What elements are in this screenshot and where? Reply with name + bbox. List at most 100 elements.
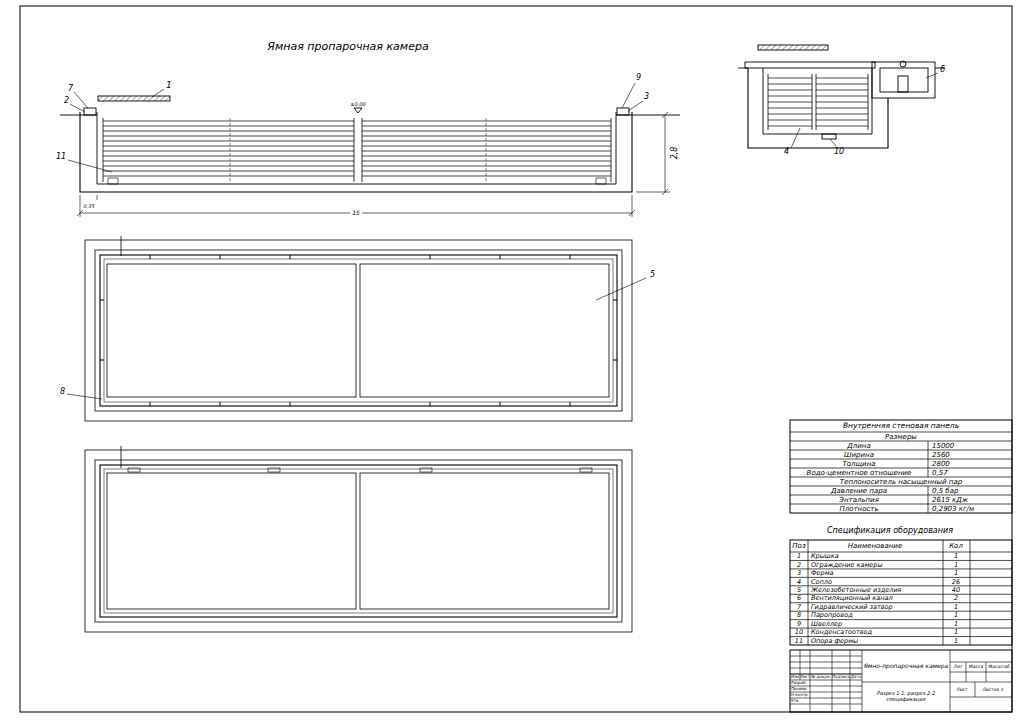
plan-view [85, 236, 632, 421]
table-cell: 5 [797, 587, 801, 594]
title-block-text: № докум. [811, 675, 831, 679]
section-cross [872, 62, 935, 98]
callout-number: 1 [166, 81, 172, 90]
section-cross [900, 61, 906, 67]
table-cell: 1 [954, 612, 958, 619]
leader-line [67, 394, 102, 399]
table-cell: 11 [795, 638, 803, 645]
section-cross [763, 68, 872, 134]
table-cell: Толщина [842, 460, 875, 467]
title-block-text: Дата [851, 675, 861, 679]
table-cell: Теплоноситель насыщенный пар [840, 478, 962, 485]
leader-line [596, 278, 646, 300]
table-cell: Гидравлический затвор [811, 604, 893, 611]
title-block-text: Подпись [832, 675, 850, 679]
table-cell: 3 [797, 570, 801, 577]
table-cell: 1 [954, 638, 958, 645]
plan-view [360, 264, 609, 397]
section-cross [822, 134, 836, 139]
title-block-text: Листов 1 [982, 687, 1003, 692]
table-cell: 0,2903 кг/м [932, 505, 974, 512]
title-block-text: Разрез 1-1, разрез 2-2 спецификация [864, 691, 948, 703]
table-cell: Сопло [811, 578, 832, 585]
section-cross [748, 68, 888, 148]
section-long [97, 112, 616, 184]
specification-table [790, 552, 1012, 637]
section-long [617, 108, 629, 115]
title-block-text: Разраб. [791, 681, 807, 685]
table-cell: Поз [792, 543, 805, 550]
title-block [800, 650, 850, 712]
title-block-text: Лит [954, 665, 963, 670]
table-cell: 1 [954, 570, 958, 577]
table-cell: 2560 [932, 451, 950, 458]
section-long [354, 108, 362, 113]
title-block-text: Утв. [791, 699, 799, 703]
specification-table [790, 540, 1012, 645]
leader-line [70, 104, 85, 112]
table-cell: 10 [795, 629, 803, 636]
plan-view [128, 468, 592, 472]
table-cell: Железобетонные изделия [811, 587, 902, 594]
section-cross [880, 68, 928, 92]
table-cell: 40 [952, 587, 960, 594]
leader-line [830, 139, 836, 146]
sheet-frame [20, 6, 1012, 712]
table-cell: Длина [847, 442, 870, 449]
specification-table [790, 540, 1012, 645]
leader-line [628, 101, 643, 111]
table-cell: Наименование [848, 543, 902, 550]
table-title: Спецификация оборудования [827, 527, 953, 535]
specification-table [808, 540, 970, 645]
table-cell: 1 [954, 561, 958, 568]
leader-line [68, 160, 112, 172]
parameter-table [928, 441, 929, 513]
callout-number: 5 [650, 271, 655, 279]
plan-view [85, 450, 632, 632]
callout-number: 6 [940, 66, 945, 74]
table-cell: Водо-цементное отношение [807, 469, 912, 476]
dimension-line [636, 112, 670, 195]
plan-view [107, 264, 356, 397]
table-cell: Ферма [811, 570, 834, 577]
leader-line [791, 128, 800, 148]
table-cell: Размеры [885, 433, 917, 440]
section-cross [768, 78, 812, 126]
table-cell: Плотность [839, 505, 878, 512]
plan-view [100, 255, 617, 406]
section-cross [898, 76, 908, 92]
section-long [230, 118, 486, 182]
callout-number: 3 [644, 93, 649, 101]
title-block-text: Н.контр. [791, 693, 809, 697]
callout-number: 2 [64, 97, 69, 105]
leader-line [74, 92, 88, 108]
callout-number: 8 [60, 388, 65, 396]
plan-view [85, 446, 632, 632]
plan-view [100, 465, 617, 617]
plan-view [121, 236, 122, 256]
section-long [80, 112, 632, 192]
section-long [362, 121, 611, 176]
title-block-text: Лист [956, 687, 967, 692]
table-cell: Давление пара [831, 487, 887, 494]
dimension-line [97, 195, 98, 200]
table-cell: Швеллер [811, 621, 842, 628]
table-cell: 26 [952, 578, 960, 585]
parameter-table [790, 432, 1012, 504]
leader-line [68, 83, 643, 172]
leader-line [622, 83, 635, 108]
title-block-text: Лист [800, 675, 810, 679]
table-cell: 2 [954, 595, 958, 602]
table-cell: 1 [954, 604, 958, 611]
table-cell: Вентиляционный канал [811, 595, 893, 602]
table-cell: 2800 [932, 460, 950, 467]
title-block [790, 656, 862, 704]
leader-line [926, 73, 938, 78]
section-cross [758, 45, 828, 50]
table-cell: 4 [797, 578, 801, 585]
drawing-title: Ямная пропарочная камера [267, 41, 428, 52]
dimension-label: 2,8 [671, 147, 679, 160]
table-cell: Паропровод [811, 612, 853, 619]
callout-number: 9 [636, 74, 641, 82]
plan-view [107, 473, 356, 609]
